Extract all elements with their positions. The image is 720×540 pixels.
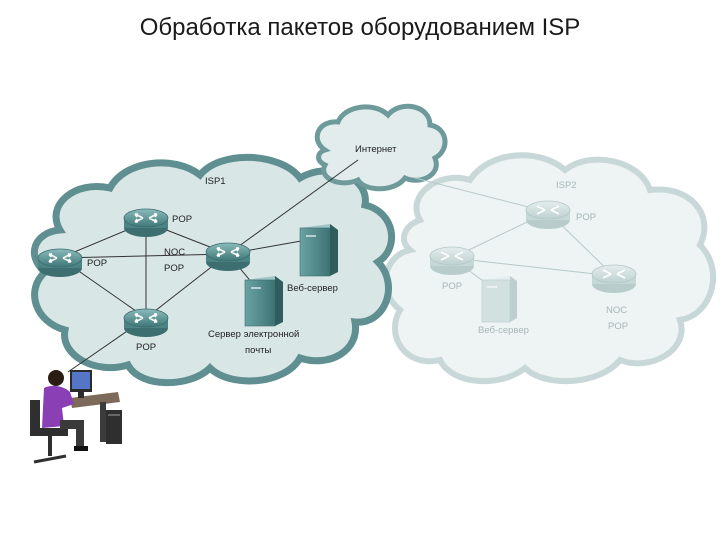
isp1-pop-bottom-label: POP xyxy=(136,342,156,353)
isp1-web-server-icon xyxy=(299,224,338,277)
isp2-label: ISP2 xyxy=(556,180,577,191)
internet-label: Интернет xyxy=(355,144,397,155)
isp2-router-pop-left xyxy=(429,246,475,276)
slide-title: Обработка пакетов оборудованием ISP xyxy=(139,14,581,41)
isp1-mail-server-label-line1: Сервер электронной xyxy=(208,329,299,340)
isp1-router-pop-left xyxy=(37,248,83,278)
isp1-pop-left-label: POP xyxy=(87,258,107,269)
isp2-router-pop-top xyxy=(525,200,571,230)
isp2-router-noc xyxy=(591,264,637,294)
isp1-pop-top-label: POP xyxy=(172,214,192,225)
isp2-cloud xyxy=(382,152,717,385)
isp2-pop-left-label: POP xyxy=(442,281,462,292)
isp2-pop-top-label: POP xyxy=(576,212,596,223)
isp1-noc-pop-label: POP xyxy=(164,263,184,274)
isp1-noc-label: NOC xyxy=(164,247,185,258)
isp1-router-pop-bottom xyxy=(123,308,169,338)
isp1-cloud xyxy=(30,153,396,387)
isp2-web-server-label: Веб-сервер xyxy=(478,325,529,336)
isp1-mail-server-label-line2: почты xyxy=(245,345,272,356)
user-workstation xyxy=(25,370,128,470)
isp1-router-pop-top xyxy=(123,208,169,238)
isp2-noc-pop-label: POP xyxy=(608,321,628,332)
isp1-mail-server-icon xyxy=(244,276,283,327)
isp1-label: ISP1 xyxy=(205,176,226,187)
isp2-web-server-icon xyxy=(481,276,517,323)
isp1-web-server-label: Веб-сервер xyxy=(287,283,338,294)
isp2-noc-label: NOC xyxy=(606,305,627,316)
isp1-router-noc xyxy=(205,242,251,272)
internet-cloud xyxy=(314,103,448,192)
